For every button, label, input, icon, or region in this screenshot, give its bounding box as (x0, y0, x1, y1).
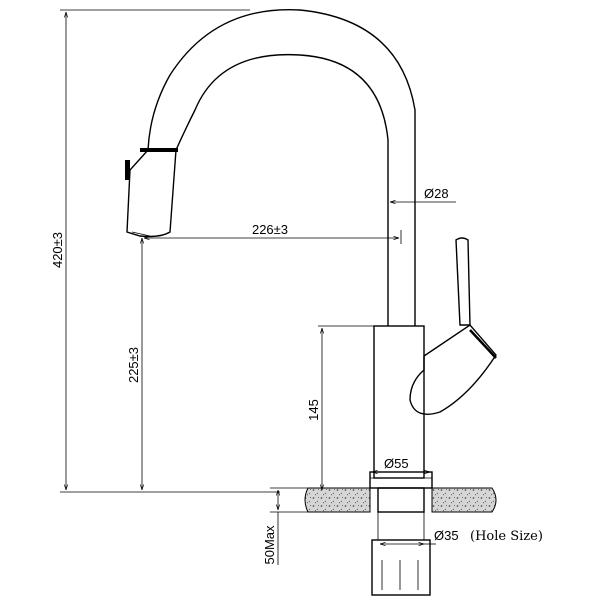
spout-height-label: 225±3 (126, 347, 141, 383)
handle-stripe (469, 329, 497, 359)
dim-body-height: 145 (306, 325, 374, 490)
body-height-label: 145 (306, 399, 321, 421)
hole-diameter-label: Ø35 (434, 528, 459, 543)
overall-height-label: 420±3 (50, 232, 65, 268)
hole-note-label: (Hole Size) (470, 529, 543, 544)
handle-lever (455, 237, 471, 326)
shank (377, 487, 425, 513)
spout-outer (147, 8, 416, 326)
countertop (270, 487, 497, 513)
faucet-body (125, 8, 497, 596)
dim-overall-height: 420±3 (50, 9, 280, 493)
dim-deck-thickness: 50Max (262, 490, 278, 565)
base-diameter-label: Ø55 (384, 456, 409, 471)
dim-base-diameter: Ø55 (372, 456, 430, 472)
spout-inner (175, 53, 389, 326)
deck-thickness-label: 50Max (262, 525, 277, 565)
base-ring (369, 471, 433, 489)
spout-reach-label: 226±3 (252, 222, 288, 237)
spout-diameter-label: Ø28 (424, 186, 449, 201)
spray-head (126, 149, 177, 238)
dim-spout-reach: 226±3 (144, 222, 402, 244)
dim-hole-diameter: Ø35 (Hole Size) (380, 528, 543, 544)
handle-housing (409, 324, 497, 415)
dim-spout-diameter: Ø28 (387, 186, 456, 208)
dim-spout-height: 225±3 (126, 238, 142, 490)
mounting-nut (371, 539, 431, 596)
